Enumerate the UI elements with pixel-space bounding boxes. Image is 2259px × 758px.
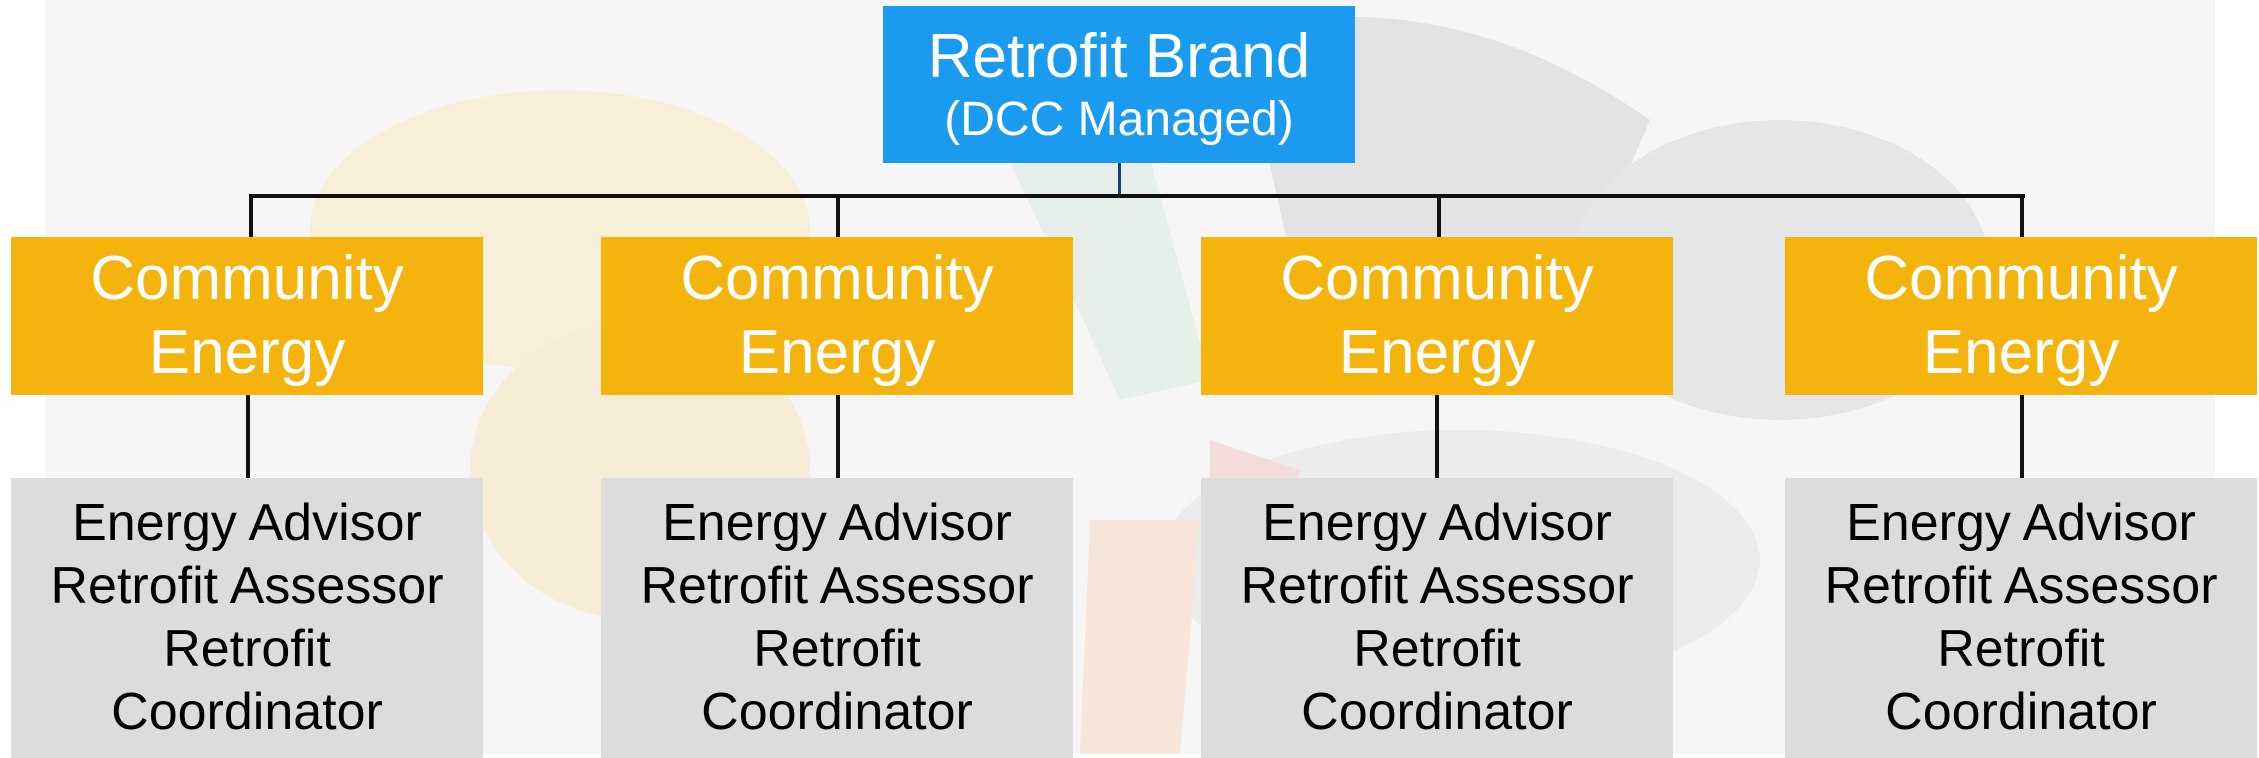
connector-mid-low-1 [246, 395, 250, 478]
node-label-line: Community [1864, 244, 2178, 313]
connector-horizontal [249, 194, 2025, 198]
role-retrofit-assessor: Retrofit Assessor [1824, 557, 2218, 615]
node-label-line: Energy [738, 318, 936, 387]
node-label-line: Community [680, 244, 994, 313]
connector-vertical-top [1118, 163, 1121, 195]
node-roles-1: Energy Advisor Retrofit Assessor Retrofi… [11, 478, 483, 758]
node-community-energy-4: Community Energy [1785, 237, 2257, 395]
connector-mid-low-2 [836, 395, 840, 478]
role-retrofit-coordinator-line2: Coordinator [111, 683, 383, 741]
role-retrofit-coordinator-line1: Retrofit [1353, 620, 1521, 678]
connector-drop-2 [836, 196, 840, 237]
role-energy-advisor: Energy Advisor [662, 494, 1012, 552]
connector-drop-3 [1437, 196, 1441, 237]
role-energy-advisor: Energy Advisor [1262, 494, 1612, 552]
connector-drop-1 [249, 196, 253, 237]
node-label-line: Community [1280, 244, 1594, 313]
role-retrofit-coordinator-line2: Coordinator [701, 683, 973, 741]
connector-mid-low-4 [2020, 395, 2024, 478]
node-label-line: Energy [148, 318, 346, 387]
node-community-energy-3: Community Energy [1201, 237, 1673, 395]
connector-drop-4 [2020, 196, 2024, 237]
node-label-line: Community [90, 244, 404, 313]
node-label-line: Energy [1338, 318, 1536, 387]
role-energy-advisor: Energy Advisor [72, 494, 422, 552]
role-energy-advisor: Energy Advisor [1846, 494, 2196, 552]
node-roles-2: Energy Advisor Retrofit Assessor Retrofi… [601, 478, 1073, 758]
node-community-energy-2: Community Energy [601, 237, 1073, 395]
role-retrofit-assessor: Retrofit Assessor [640, 557, 1034, 615]
connector-mid-low-3 [1435, 395, 1439, 478]
role-retrofit-coordinator-line2: Coordinator [1301, 683, 1573, 741]
role-retrofit-coordinator-line1: Retrofit [163, 620, 331, 678]
node-title: Retrofit Brand [927, 21, 1311, 91]
node-roles-3: Energy Advisor Retrofit Assessor Retrofi… [1201, 478, 1673, 758]
node-community-energy-1: Community Energy [11, 237, 483, 395]
node-roles-4: Energy Advisor Retrofit Assessor Retrofi… [1785, 478, 2257, 758]
node-retrofit-brand: Retrofit Brand (DCC Managed) [883, 6, 1355, 163]
role-retrofit-coordinator-line1: Retrofit [1937, 620, 2105, 678]
node-subtitle: (DCC Managed) [944, 92, 1294, 146]
node-label-line: Energy [1922, 318, 2120, 387]
role-retrofit-assessor: Retrofit Assessor [50, 557, 444, 615]
role-retrofit-coordinator-line1: Retrofit [753, 620, 921, 678]
role-retrofit-coordinator-line2: Coordinator [1885, 683, 2157, 741]
role-retrofit-assessor: Retrofit Assessor [1240, 557, 1634, 615]
